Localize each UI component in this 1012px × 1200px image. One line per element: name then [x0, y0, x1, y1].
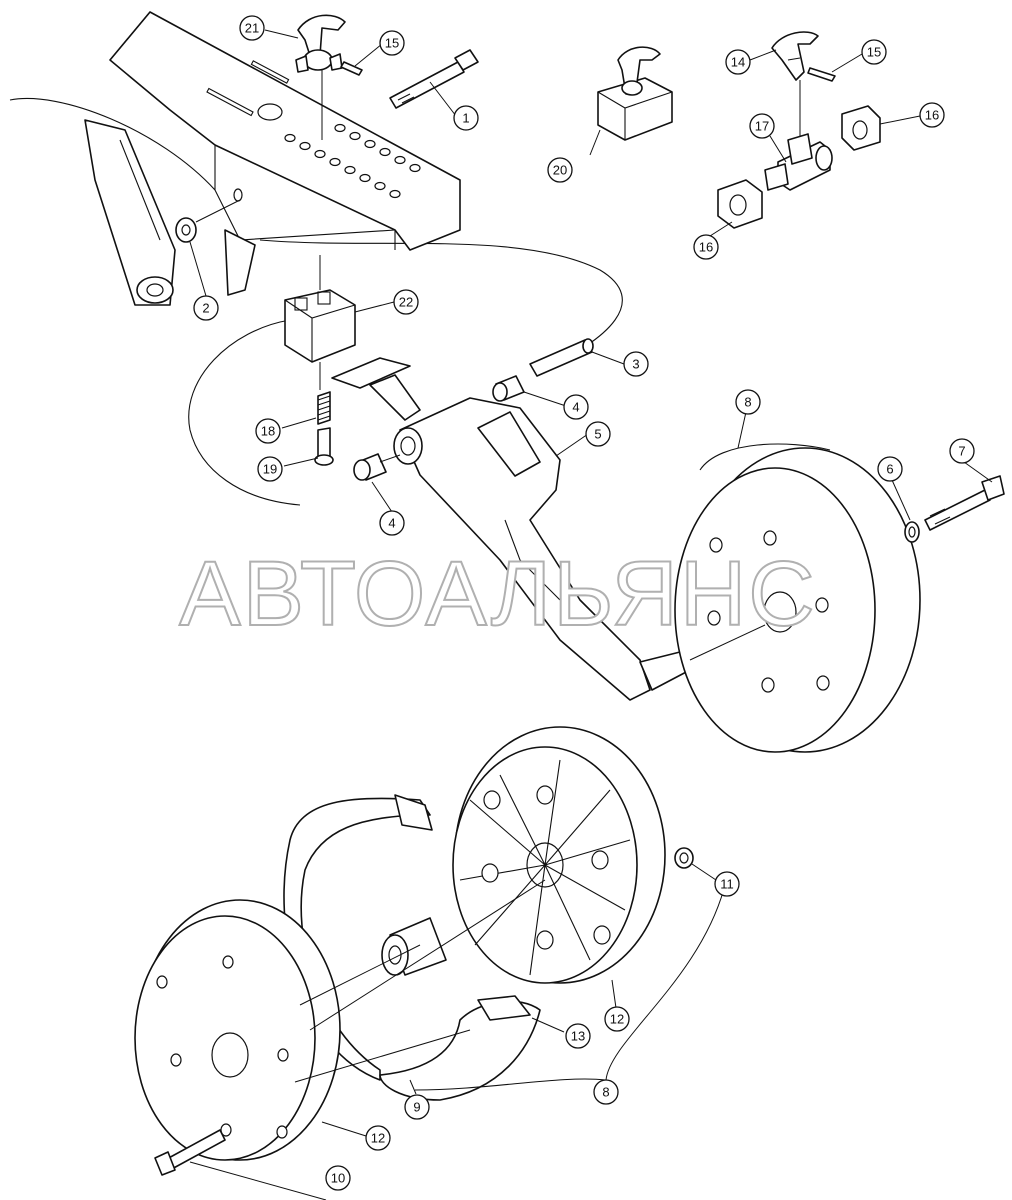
nut-16-right — [841, 105, 881, 151]
pin-3 — [529, 338, 594, 377]
svg-text:2: 2 — [202, 301, 209, 316]
callout-14: 14 — [725, 49, 751, 75]
tire-half-front-13 — [379, 995, 541, 1101]
callout-7: 7 — [949, 438, 975, 464]
svg-text:20: 20 — [553, 163, 567, 178]
watermark-text: АВТОАЛЬЯНС — [179, 543, 817, 645]
spring-18 — [317, 391, 331, 425]
latch-assembly-20 — [589, 46, 673, 156]
callout-8-bottom: 8 — [593, 1079, 619, 1105]
nut-16-left — [717, 179, 763, 229]
callout-16-right: 16 — [919, 102, 945, 128]
pin-15-top — [340, 61, 363, 76]
pin-19 — [314, 427, 334, 466]
callout-3: 3 — [623, 351, 649, 377]
svg-text:12: 12 — [371, 1131, 385, 1146]
bolt-10 — [154, 1129, 226, 1176]
svg-text:22: 22 — [399, 295, 413, 310]
svg-text:10: 10 — [331, 1171, 345, 1186]
lever-14 — [771, 31, 819, 140]
svg-text:12: 12 — [610, 1012, 624, 1027]
svg-text:8: 8 — [602, 1085, 609, 1100]
bolt-7 — [924, 475, 1005, 531]
nut-2 — [175, 199, 241, 243]
callout-10: 10 — [325, 1165, 351, 1191]
callout-13: 13 — [565, 1023, 591, 1049]
callout-22: 22 — [393, 289, 419, 315]
callout-15-right: 15 — [861, 39, 887, 65]
svg-text:5: 5 — [594, 427, 601, 442]
bushing-4-top — [492, 375, 525, 402]
svg-text:7: 7 — [958, 444, 965, 459]
callout-1: 1 — [453, 105, 479, 131]
pedal-plate — [331, 357, 421, 421]
svg-text:17: 17 — [755, 119, 769, 134]
arm-5 — [379, 397, 691, 701]
svg-text:19: 19 — [263, 462, 277, 477]
callout-18: 18 — [255, 418, 281, 444]
callout-17: 17 — [749, 113, 775, 139]
tee-body-17 — [764, 133, 833, 191]
block-22 — [284, 255, 356, 390]
svg-text:3: 3 — [632, 357, 639, 372]
svg-text:15: 15 — [385, 36, 399, 51]
callout-9: 9 — [404, 1094, 430, 1120]
callout-12-front: 12 — [365, 1125, 391, 1151]
callout-4-bottom: 4 — [379, 510, 405, 536]
callout-6: 6 — [877, 456, 903, 482]
svg-text:14: 14 — [731, 55, 745, 70]
callout-11: 11 — [714, 871, 740, 897]
rim-12-back — [452, 726, 666, 984]
callout-5: 5 — [585, 421, 611, 447]
bushing-4-bottom — [353, 453, 387, 481]
arm-bracket — [84, 119, 176, 306]
callout-2: 2 — [193, 295, 219, 321]
hub-9 — [381, 917, 447, 976]
callout-leaders — [189, 29, 993, 1200]
callout-20: 20 — [547, 157, 573, 183]
bolt-1 — [389, 49, 479, 109]
wheel-8 — [674, 443, 921, 753]
washer-6 — [904, 521, 920, 543]
callout-8-top: 8 — [735, 389, 761, 415]
svg-text:1: 1 — [462, 111, 469, 126]
svg-text:4: 4 — [388, 516, 395, 531]
lever-21 — [295, 14, 346, 140]
callout-12-back: 12 — [604, 1006, 630, 1032]
svg-text:9: 9 — [413, 1100, 420, 1115]
svg-text:11: 11 — [720, 877, 734, 892]
beam-holes — [284, 123, 421, 199]
svg-text:6: 6 — [886, 462, 893, 477]
svg-text:16: 16 — [699, 240, 713, 255]
svg-text:18: 18 — [261, 424, 275, 439]
frame-outline — [9, 97, 623, 506]
callout-16-left: 16 — [693, 234, 719, 260]
pin-15-right — [807, 67, 836, 82]
callout-15-top: 15 — [379, 30, 405, 56]
svg-text:8: 8 — [744, 395, 751, 410]
svg-text:15: 15 — [867, 45, 881, 60]
callout-21: 21 — [239, 15, 265, 41]
callout-4-top: 4 — [563, 394, 589, 420]
nut-11 — [674, 847, 694, 869]
main-beam — [109, 11, 461, 296]
svg-text:13: 13 — [571, 1029, 585, 1044]
rim-12-front — [134, 899, 341, 1161]
svg-text:4: 4 — [572, 400, 579, 415]
svg-text:16: 16 — [925, 108, 939, 123]
assembly-lines — [294, 879, 546, 1083]
callout-19: 19 — [257, 456, 283, 482]
svg-text:21: 21 — [245, 21, 259, 36]
